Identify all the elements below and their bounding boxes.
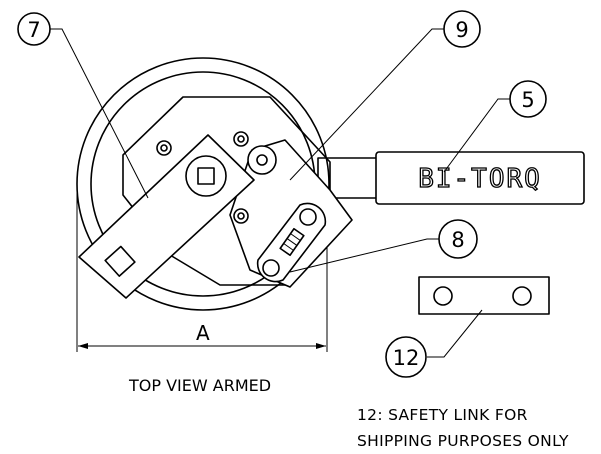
svg-text:9: 9 (455, 18, 468, 42)
svg-text:8: 8 (451, 228, 464, 252)
handle-assembly: BI-TORQ (317, 151, 585, 205)
mechanism-plate (122, 96, 331, 286)
callout-8: 8 (438, 219, 478, 259)
dimension-label: A (196, 321, 210, 345)
link-part-8 (256, 202, 327, 283)
leader-lines (49, 28, 511, 358)
callout-5: 5 (509, 80, 547, 118)
svg-text:12: 12 (393, 346, 420, 370)
callout-12: 12 (385, 336, 427, 378)
pivot-arm (229, 139, 353, 288)
safety-link (418, 276, 550, 315)
handle-brand-label: BI-TORQ (418, 164, 542, 194)
callout-7: 7 (17, 12, 51, 46)
note-line-2: SHIPPING PURPOSES ONLY (357, 432, 569, 450)
callout-9: 9 (443, 10, 481, 48)
view-caption: TOP VIEW ARMED (129, 376, 272, 395)
safety-link-note: 12: SAFETY LINK FOR SHIPPING PURPOSES ON… (357, 402, 569, 454)
note-line-1: 12: SAFETY LINK FOR (357, 406, 528, 424)
arming-lever (78, 134, 255, 299)
svg-text:5: 5 (521, 88, 534, 112)
svg-text:7: 7 (27, 18, 40, 42)
